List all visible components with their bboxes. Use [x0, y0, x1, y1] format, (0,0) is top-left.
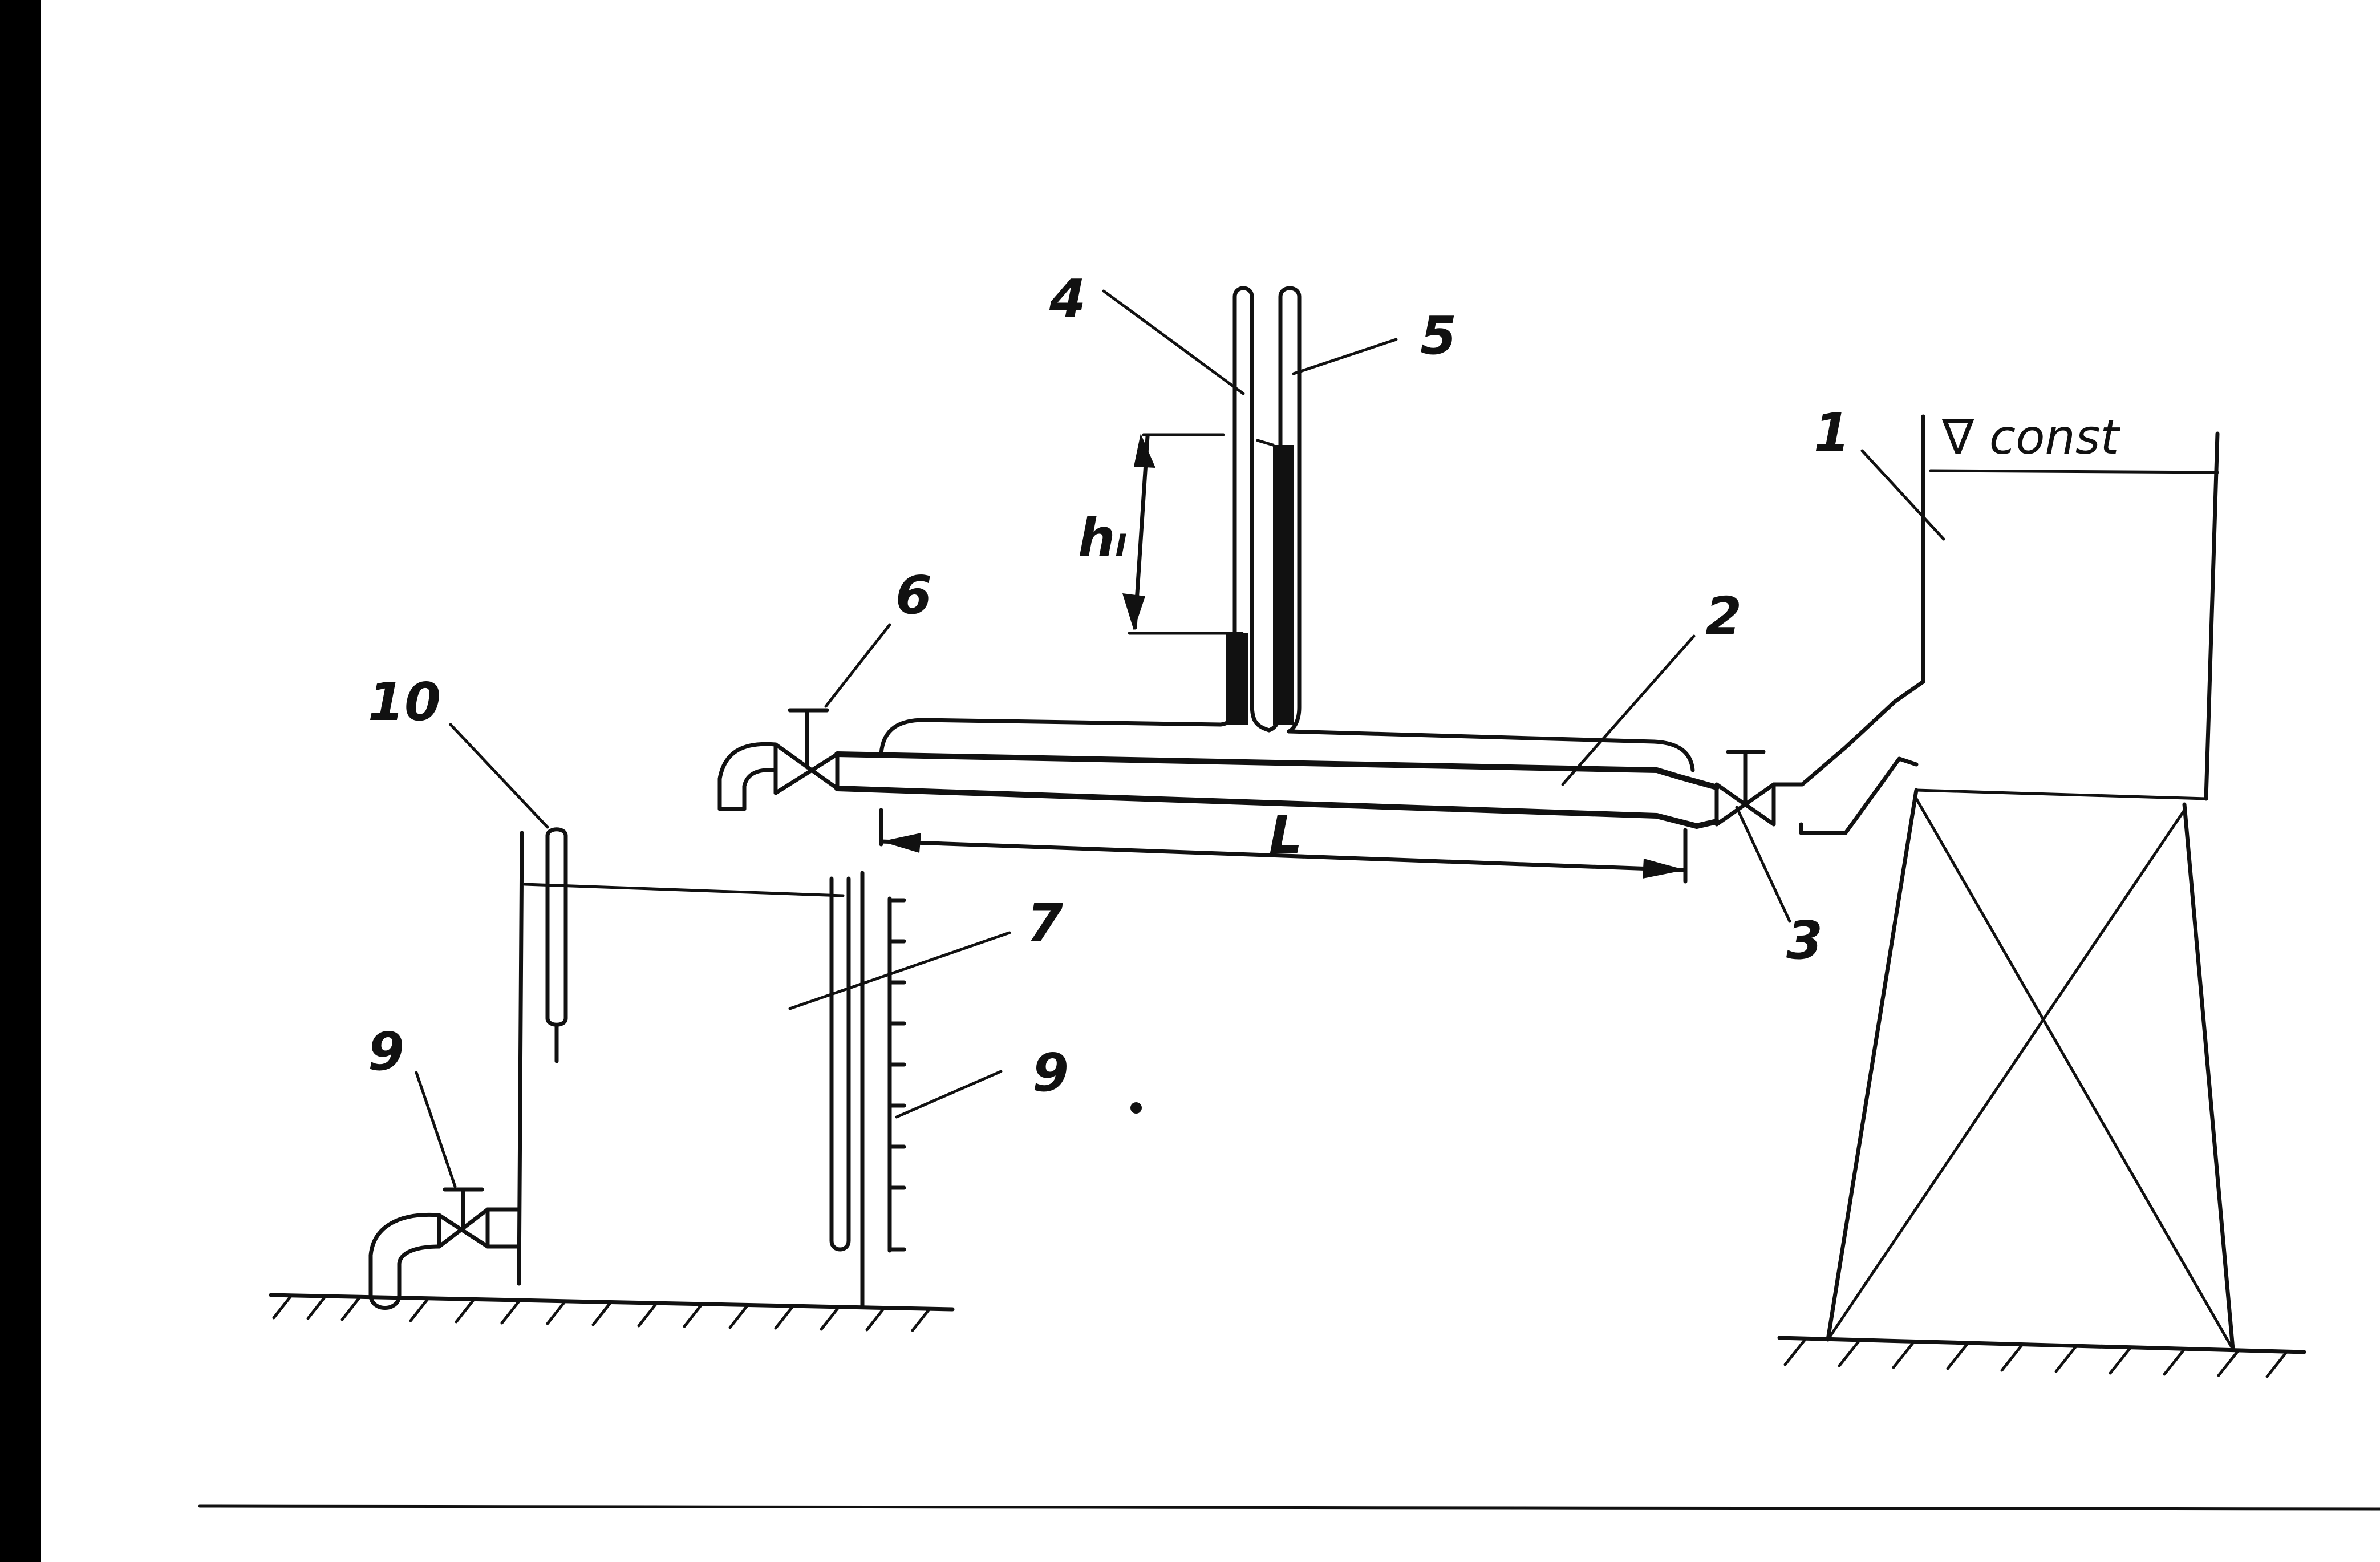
label-piezometer-right: 5	[1420, 305, 1457, 366]
leader-lines	[415, 289, 1945, 1188]
measuring-tank-7	[517, 831, 865, 1309]
left-margin-band	[0, 0, 41, 1562]
ink-dot	[1130, 1102, 1142, 1114]
inlet-valve-3	[1714, 750, 1776, 827]
piezometer-5	[1142, 286, 1302, 734]
label-drain-valve: 9	[368, 1021, 404, 1082]
label-scale: 9	[1032, 1042, 1069, 1103]
label-measuring-tank: 7	[1027, 893, 1063, 954]
ground-left	[269, 1293, 955, 1332]
level-gauge-10	[545, 827, 568, 1063]
label-level-const: ∇ const	[1941, 409, 2120, 465]
label-tank: 1	[1814, 402, 1850, 463]
page-rule	[198, 1504, 2380, 1511]
measuring-scale	[887, 896, 906, 1253]
label-inlet-valve: 3	[1786, 910, 1823, 971]
label-length: L	[1269, 804, 1303, 865]
tank-support-tower	[1826, 788, 2235, 1351]
outlet-valve-6	[717, 708, 840, 811]
label-head-loss: hₗ	[1078, 508, 1127, 569]
length-dimension	[879, 808, 1688, 884]
piezometer-4	[1128, 286, 1271, 733]
label-piezometer-left: 4	[1049, 268, 1086, 329]
ground-right	[1777, 1336, 2306, 1378]
label-pipe: 2	[1705, 586, 1742, 647]
tank-1	[1771, 414, 2220, 835]
head-loss-dimension	[1122, 434, 1155, 630]
drain-valve-9	[368, 1187, 521, 1310]
water-level-line	[1929, 469, 2219, 474]
label-outlet-valve: 6	[895, 565, 932, 626]
test-pipe-2	[834, 718, 1720, 829]
label-level-gauge: 10	[368, 671, 441, 733]
